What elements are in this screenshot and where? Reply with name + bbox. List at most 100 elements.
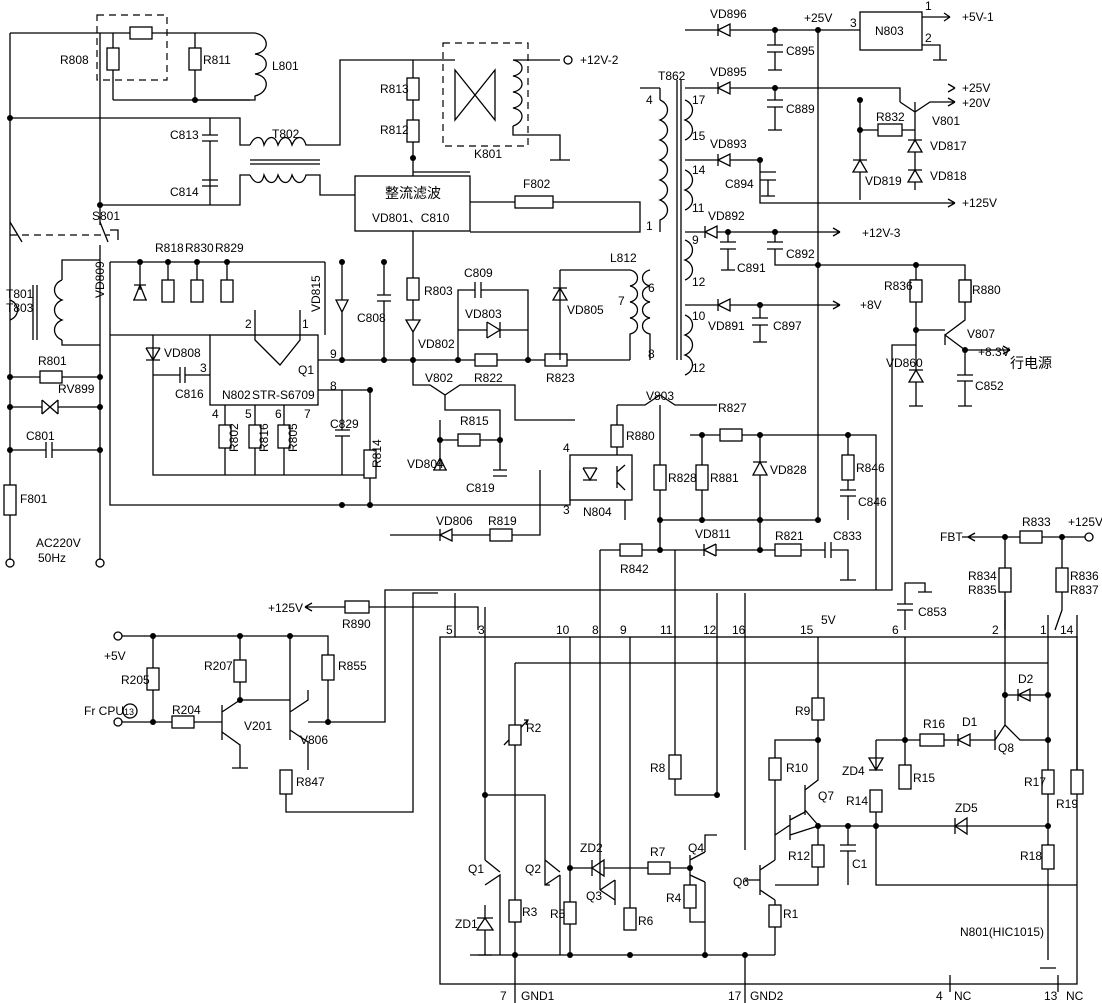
label-r836: R836 bbox=[884, 279, 913, 293]
label-r837: R837 bbox=[1070, 583, 1099, 597]
hic-pin-7: 7 bbox=[500, 989, 507, 1003]
hic-pin-15: 15 bbox=[800, 623, 814, 637]
label-c833: C833 bbox=[833, 529, 862, 543]
label-r847: R847 bbox=[296, 775, 325, 789]
label-n803: N803 bbox=[875, 24, 904, 38]
label-r832: R832 bbox=[876, 110, 905, 124]
optocoupler-n804 bbox=[569, 454, 633, 501]
label-vd895: VD895 bbox=[710, 65, 747, 79]
label-q4: Q4 bbox=[688, 841, 704, 855]
label-c897: C897 bbox=[773, 319, 802, 333]
label-c853: C853 bbox=[918, 605, 947, 619]
n802-pin-3: 3 bbox=[200, 361, 207, 375]
hic-nc-b: NC bbox=[1066, 989, 1084, 1003]
label-v807: V807 bbox=[967, 327, 995, 341]
label-vd896: VD896 bbox=[710, 7, 747, 21]
label-r855: R855 bbox=[338, 659, 367, 673]
label-r16: R16 bbox=[923, 717, 945, 731]
hic-pin-11: 11 bbox=[660, 623, 673, 637]
mains-terminal-right bbox=[95, 558, 105, 568]
label-v806: V806 bbox=[300, 733, 328, 747]
t862-pin-12: 12 bbox=[692, 275, 706, 289]
secondary-section: 4 1 T862 VD896 C895 +25V N803 3 1 2 +5V-… bbox=[640, 0, 1052, 520]
label-f802: F802 bbox=[523, 177, 551, 191]
label-c819: C819 bbox=[466, 481, 495, 495]
relay-k801-box bbox=[442, 42, 529, 147]
t862-pin-10: 10 bbox=[692, 309, 706, 323]
label-r14: R14 bbox=[846, 794, 868, 808]
label-s801: S801 bbox=[92, 209, 120, 223]
label-r207: R207 bbox=[204, 659, 233, 673]
label-c813: C813 bbox=[170, 128, 199, 142]
label-r805: R805 bbox=[286, 423, 300, 452]
label-v803: V803 bbox=[646, 389, 674, 403]
label-r890: R890 bbox=[342, 617, 371, 631]
primary-section: VD809 R818 R830 R829 N802 STR-S6709 Q1 2… bbox=[93, 241, 655, 543]
hic-pin-5: 5 bbox=[446, 623, 453, 637]
label-r814: R814 bbox=[370, 439, 384, 468]
label-k801: K801 bbox=[474, 147, 502, 161]
label-vd860: VD860 bbox=[886, 356, 923, 370]
label-vd805: VD806 bbox=[436, 514, 473, 528]
n803-pin-3: 3 bbox=[850, 16, 857, 30]
label-r803: R803 bbox=[424, 284, 453, 298]
label-q1-primary: Q1 bbox=[298, 363, 314, 377]
label-q8: Q8 bbox=[998, 741, 1014, 755]
label-d1: D1 bbox=[962, 715, 978, 729]
hic-gnd2: GND2 bbox=[750, 989, 784, 1003]
t862-pin-4: 4 bbox=[646, 93, 653, 107]
n802-pin-4: 4 bbox=[212, 407, 219, 421]
label-vd815: VD815 bbox=[309, 275, 323, 312]
label-25v-top: +25V bbox=[804, 11, 832, 25]
label-r836-ctl: R836 bbox=[1070, 569, 1099, 583]
label-vd811: VD811 bbox=[695, 527, 731, 541]
l812-pin-7: 7 bbox=[618, 294, 625, 308]
label-v802: V802 bbox=[425, 371, 453, 385]
n802-pin-9: 9 bbox=[330, 347, 337, 361]
label-c892: C892 bbox=[786, 247, 815, 261]
mains-terminal-left bbox=[5, 558, 15, 568]
t862-pin-9: 9 bbox=[692, 233, 699, 247]
label-vd819: VD818 bbox=[930, 169, 967, 183]
label-r18: R18 bbox=[1020, 849, 1042, 863]
label-r881: R881 bbox=[710, 471, 739, 485]
label-5v-hic: 5V bbox=[821, 613, 836, 627]
label-line-supply: 行电源 bbox=[1010, 356, 1052, 372]
mains-input-section: R808 R811 L801 C813 C814 T802 S801 T801 … bbox=[3, 14, 455, 568]
label-r812: R812 bbox=[380, 123, 409, 137]
label-vd818: VD819 bbox=[865, 174, 902, 188]
rectifier-title: 整流滤波 bbox=[385, 186, 441, 202]
t862-pin-1: 1 bbox=[646, 219, 653, 233]
label-r828: R828 bbox=[668, 471, 697, 485]
label-vd828: VD828 bbox=[770, 463, 807, 477]
label-n804: N804 bbox=[583, 505, 612, 519]
label-r818: R818 bbox=[155, 241, 184, 255]
label-vd892: VD892 bbox=[708, 209, 745, 223]
resistor-r808b-body bbox=[129, 26, 153, 40]
label-r9: R9 bbox=[795, 704, 811, 718]
label-r1: R1 bbox=[783, 907, 799, 921]
label-c852: C852 bbox=[975, 379, 1004, 393]
label-l812: L812 bbox=[610, 251, 637, 265]
label-c808: C808 bbox=[357, 311, 386, 325]
l812-pin-6: 6 bbox=[648, 281, 655, 295]
label-125v-out: +125V bbox=[962, 196, 997, 210]
t862-pin-17: 17 bbox=[692, 93, 706, 107]
regulator-n803 bbox=[859, 11, 923, 51]
l812-pin-8: 8 bbox=[648, 347, 655, 361]
hic-pin-10: 10 bbox=[556, 623, 570, 637]
label-20v: +20V bbox=[962, 96, 990, 110]
label-8v: +8V bbox=[860, 298, 882, 312]
label-vd802: VD802 bbox=[418, 337, 455, 351]
label-t803: T803 bbox=[6, 301, 34, 315]
hic-pin-13: 13 bbox=[1044, 989, 1058, 1003]
hic-gnd1: GND1 bbox=[521, 989, 555, 1003]
n802-pin-7: 7 bbox=[304, 407, 311, 421]
resistor-r811-body bbox=[188, 47, 202, 71]
label-50hz: 50Hz bbox=[38, 551, 66, 565]
hic-pin-2: 2 bbox=[992, 623, 999, 637]
label-c895: C895 bbox=[786, 44, 815, 58]
ic-n802 bbox=[209, 334, 319, 406]
label-r6: R6 bbox=[638, 914, 654, 928]
label-c891: C891 bbox=[737, 261, 766, 275]
